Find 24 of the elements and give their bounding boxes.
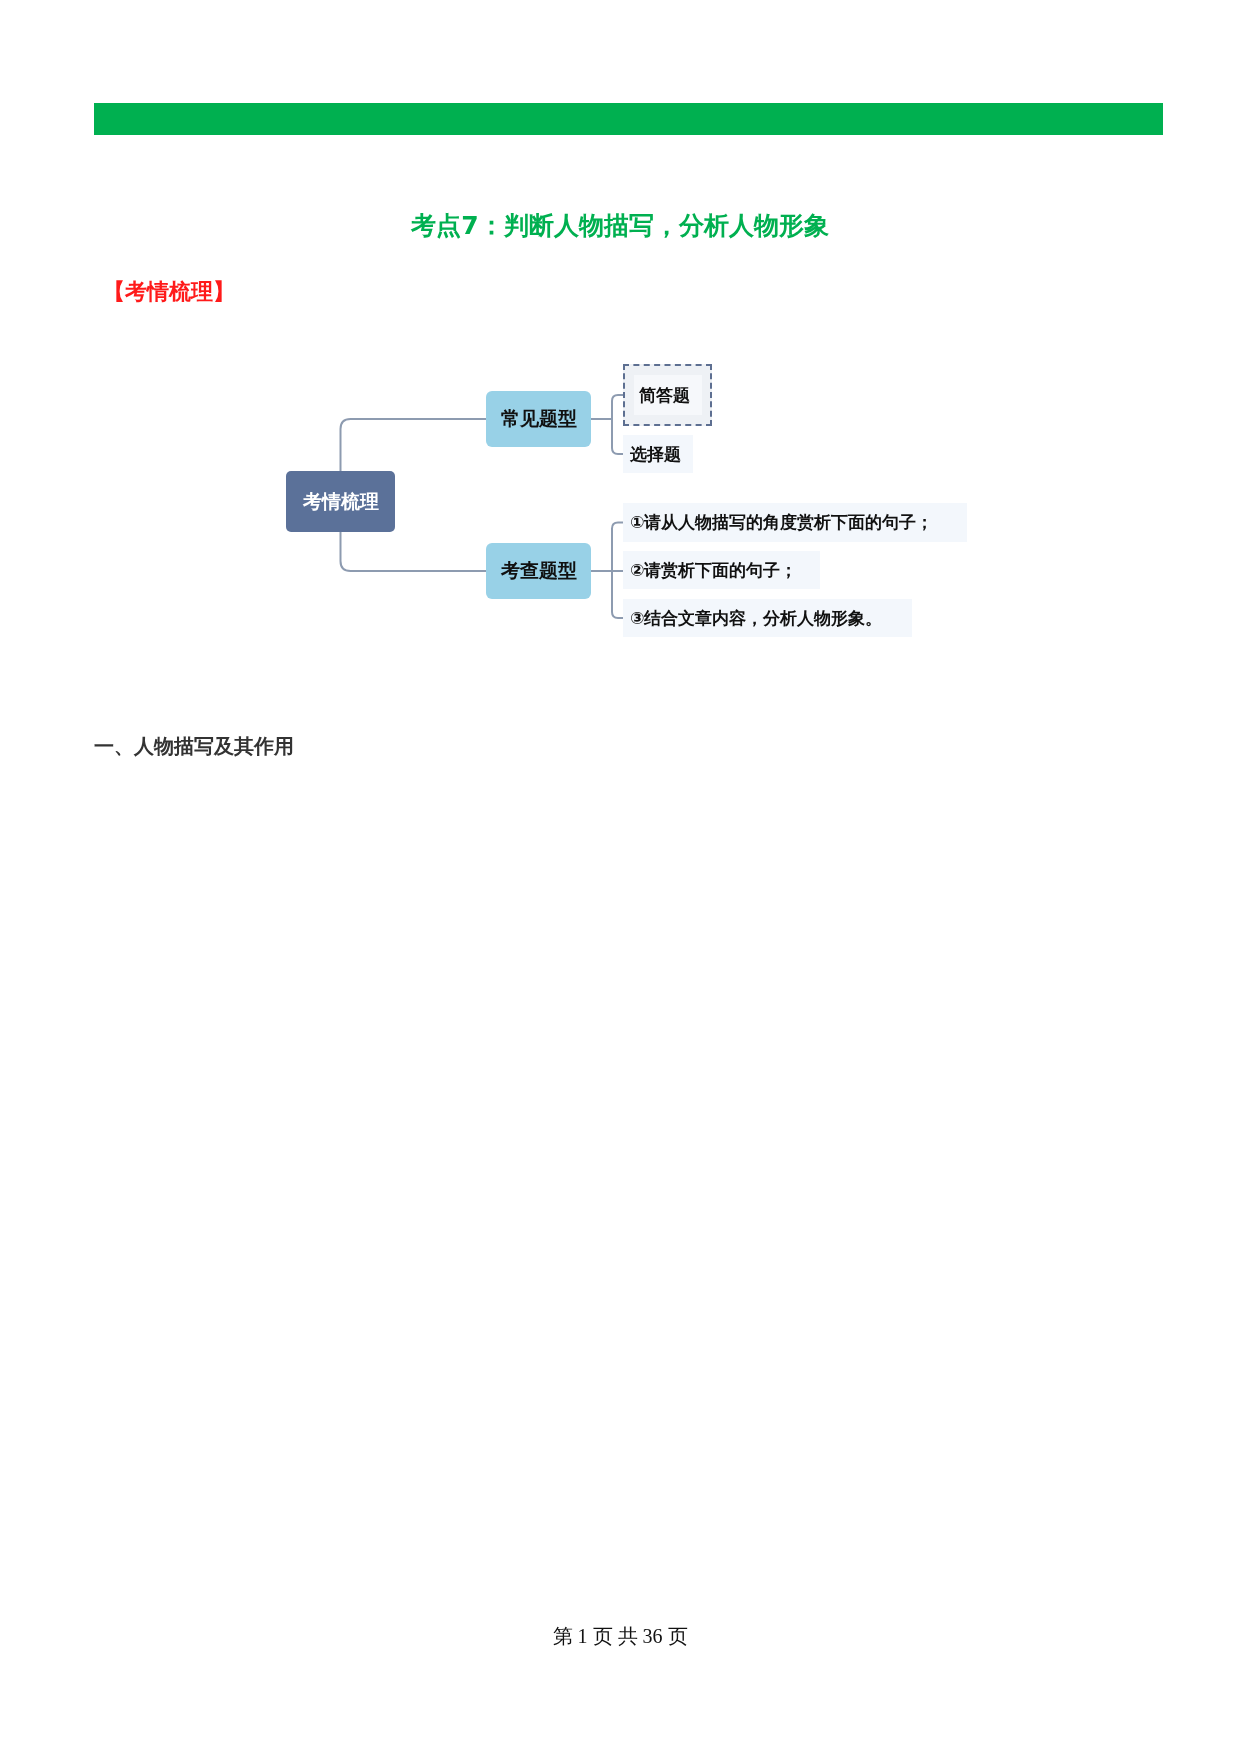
- page-title: 考点7：判断人物描写，分析人物形象: [411, 210, 829, 242]
- page-number: 第 1 页 共 36 页: [552, 1624, 688, 1649]
- subtopic-box: [623, 435, 693, 473]
- section-tag: 【考情梳理】: [103, 278, 235, 306]
- topic-text: 常见题型: [500, 406, 577, 431]
- branch-topic-box: [486, 391, 591, 447]
- root-topic-box: [286, 471, 395, 532]
- connector-line: [339, 418, 487, 472]
- topic-text: ②请赏析下面的句子；: [630, 558, 798, 582]
- connector-line: [339, 531, 487, 572]
- topic-text: ①请从人物描写的角度赏析下面的句子；: [630, 511, 934, 534]
- connector-line: [590, 570, 624, 619]
- topic-text: 考情梳理: [302, 488, 379, 514]
- branch-topic-box: [486, 543, 591, 599]
- connector-line: [590, 418, 624, 455]
- topic-text: 简答题: [639, 383, 690, 407]
- dashed-topic-box: [623, 364, 712, 426]
- subtopic-box: [623, 551, 820, 589]
- topic-text: 选择题: [630, 442, 681, 466]
- subtopic-box: [623, 599, 912, 637]
- subtopic-box: [623, 503, 967, 542]
- topic-text: 考查题型: [500, 558, 577, 583]
- topic-text: ③结合文章内容，分析人物形象。: [630, 606, 883, 630]
- section-heading: 一、人物描写及其作用: [94, 733, 294, 759]
